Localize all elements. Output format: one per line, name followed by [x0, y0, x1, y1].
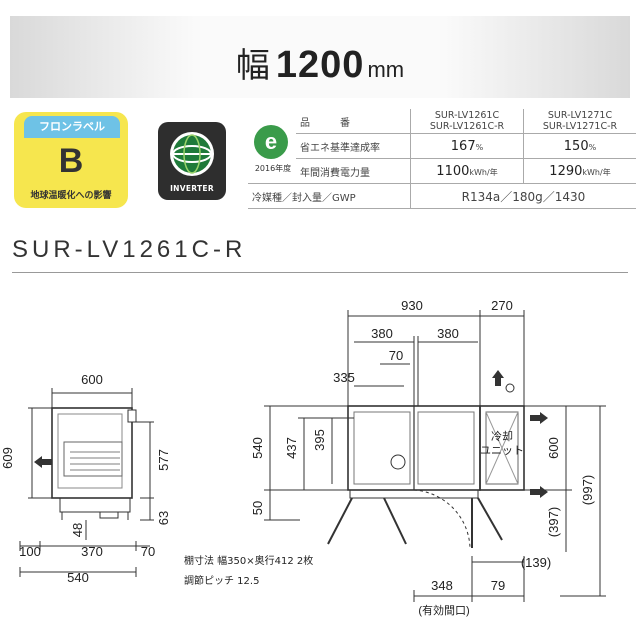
- emark-letter: e: [265, 129, 277, 154]
- spec-value: 1100kWh/年: [410, 158, 524, 184]
- flon-grade: B: [58, 142, 84, 180]
- spec-row-power: 年間消費電力量 1100kWh/年 1290kWh/年: [248, 158, 636, 184]
- airflow-arrow-icon: [34, 456, 42, 468]
- side-view: [19, 388, 154, 577]
- fluorocarbon-label: フロンラベル B 地球温暖化への影響: [14, 112, 128, 208]
- dim-side-100: 100: [19, 544, 41, 559]
- dim-side-height: 609: [0, 447, 15, 469]
- spec-header-label: 品 番: [296, 109, 411, 134]
- flon-title: フロンラベル: [24, 116, 120, 138]
- dim-side-depth: 540: [67, 570, 89, 585]
- dim-395: 395: [312, 429, 327, 451]
- dim-side-70: 70: [141, 544, 155, 559]
- inverter-label: INVERTER: [170, 184, 214, 193]
- dim-600: 600: [546, 437, 561, 459]
- dim-997: (997): [580, 475, 595, 505]
- drain-fitting-icon: [505, 383, 515, 393]
- dim-380-right: 380: [437, 326, 459, 341]
- flon-footer: 地球温暖化への影響: [30, 191, 112, 201]
- dim-opening-label: (有効間口): [418, 603, 469, 617]
- dim-348: 348: [431, 578, 453, 593]
- dim-side-370: 370: [81, 544, 103, 559]
- banner-label: 幅: [235, 46, 270, 86]
- dim-70: 70: [389, 348, 403, 363]
- dim-930: 930: [401, 298, 423, 313]
- airflow-arrow-right-icon: [540, 486, 548, 498]
- spec-value: 1290kWh/年: [523, 158, 636, 184]
- dim-side-48: 48: [70, 523, 85, 537]
- spec-refrigerant-value: R134a／180g／1430: [410, 183, 636, 209]
- spec-value: 150%: [523, 133, 636, 159]
- dim-380-left: 380: [371, 326, 393, 341]
- dim-side-width: 600: [81, 372, 103, 387]
- spec-row-label: 冷媒種／封入量／GWP: [248, 183, 411, 209]
- banner-width-value: 1200: [275, 44, 365, 86]
- dim-437: 437: [284, 437, 299, 459]
- model-title: SUR-LV1261C-R: [12, 236, 247, 263]
- dim-540: 540: [250, 437, 265, 459]
- dim-139: (139): [521, 555, 551, 570]
- energy-e-mark-icon: e: [254, 125, 288, 159]
- dim-397: (397): [546, 507, 561, 537]
- dim-79: 79: [491, 578, 505, 593]
- spec-value: 167%: [410, 133, 524, 159]
- inverter-globe-icon: [170, 132, 214, 176]
- section-divider: [12, 272, 628, 273]
- cooling-unit-label-1: 冷却: [491, 430, 513, 443]
- spec-row-refrigerant: 冷媒種／封入量／GWP R134a／180g／1430: [248, 183, 636, 209]
- plan-view: [264, 310, 606, 602]
- spec-row-label: 省エネ基準達成率: [296, 133, 411, 159]
- dim-270: 270: [491, 298, 513, 313]
- dim-side-inner: 577: [156, 449, 171, 471]
- pitch-note: 調節ピッチ 12.5: [184, 574, 259, 587]
- dim-50: 50: [250, 501, 265, 515]
- dim-335: 335: [333, 370, 355, 385]
- shelf-note: 棚寸法 幅350×奥行412 2枚: [184, 554, 313, 567]
- cooling-unit-label-2: ユニット: [480, 445, 524, 457]
- airflow-arrow-up-icon: [492, 370, 504, 378]
- inverter-badge: INVERTER: [158, 122, 226, 200]
- banner-unit: mm: [367, 57, 405, 82]
- airflow-arrow-right-icon: [540, 412, 548, 424]
- spec-row-achievement: 省エネ基準達成率 167% 150%: [248, 133, 636, 159]
- dim-side-base: 63: [156, 511, 171, 525]
- spec-row-label: 年間消費電力量: [296, 158, 411, 184]
